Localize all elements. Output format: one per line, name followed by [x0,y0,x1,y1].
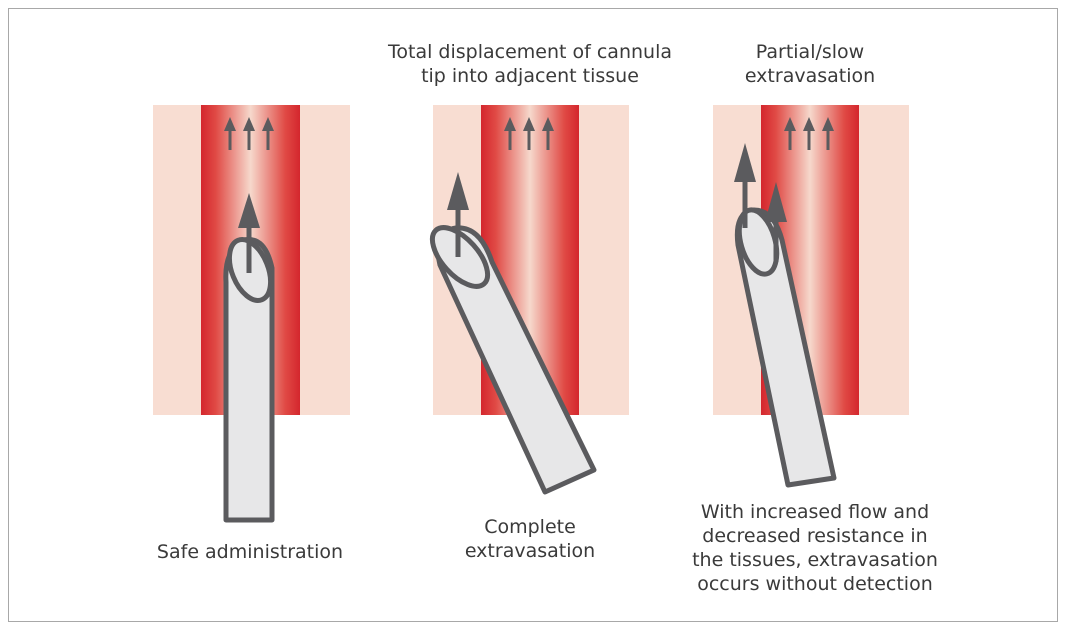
infusion-arrow-icon [765,182,787,262]
bottom-caption: Safe administration [156,541,344,563]
bottom-caption: Complete extravasation [464,516,596,562]
vein-flow-arrows-icon [224,117,274,150]
top-caption: Partial/slow extravasation [744,41,876,87]
cannula-icon [734,207,837,488]
infusion-arrow-icon [447,172,469,257]
vein-flow-arrows-icon [504,117,554,150]
top-caption: Total displacement of cannula tip into a… [388,41,672,87]
bottom-caption: With increased flow and decreased resist… [692,501,938,595]
cannula-icon [223,237,275,523]
vein-flow-arrows-icon [784,117,834,150]
infusion-arrow-icon [238,193,260,273]
leak-arrow-icon [734,143,756,228]
